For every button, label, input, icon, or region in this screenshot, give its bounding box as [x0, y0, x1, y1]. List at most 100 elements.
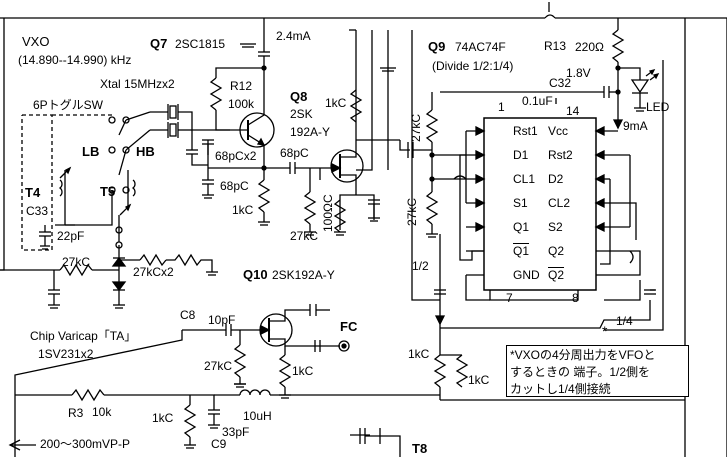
coil-t4 [55, 166, 75, 226]
fc-label: FC [340, 319, 358, 334]
coil-t5 [119, 170, 136, 216]
ic-pin-gnd: GND [513, 268, 540, 282]
c68x2-label: 68pCx2 [215, 149, 257, 163]
c68-q8-label: 68pC [280, 146, 309, 160]
ic-pin-arrows [475, 125, 605, 233]
c32-capacitor [440, 86, 621, 104]
q9-name: Q9 [428, 39, 446, 54]
ic-pin-s2: S2 [548, 220, 563, 234]
led-label: LED [646, 100, 670, 114]
c68-q7-label: 68pC [220, 179, 249, 193]
note-line-1: *VXOの4分周出力をVFOと [510, 348, 656, 362]
q10-network [14, 304, 350, 457]
c8-value: 10pF [208, 313, 236, 327]
q9-divide: (Divide 1/2:1/4) [432, 59, 514, 73]
r1k-q8-label: 1kC [325, 96, 347, 110]
q8-name: Q8 [290, 89, 308, 104]
r100-q8-label: 100ΩC [321, 194, 335, 232]
r1k-q10-label: 1kC [292, 364, 314, 378]
q7-transistor [230, 100, 275, 162]
t5-label: T5 [100, 184, 116, 199]
vcc-arrow [612, 119, 624, 130]
bus-right-2 [604, 60, 664, 331]
q7-part: 2SC1815 [175, 37, 226, 51]
ic-pin8-label: 8 [572, 291, 579, 305]
ic-pin1-label: 1 [498, 100, 505, 114]
quarter-label: 1/4 [616, 314, 633, 328]
ic-pin-d2: D2 [548, 172, 564, 186]
lb-hb-bus [65, 190, 113, 226]
q8-jfet [320, 140, 364, 195]
varicap-section [0, 245, 218, 309]
ic-pin-d1: D1 [513, 148, 529, 162]
voltage-label: 1.8V [566, 66, 591, 80]
crystal-x1 [150, 104, 230, 131]
c9-label: C9 [211, 437, 227, 451]
note-box: *VXOの4分周出力をVFOと するときの 端子。1/2側を カットし1/4側接… [506, 345, 689, 397]
r13-resistor [611, 18, 641, 80]
r27-q9a-label: 27kC [409, 113, 423, 142]
q8-part-2: 192A-Y [290, 125, 331, 139]
q7-current: 2.4mA [276, 29, 311, 43]
q8-part-1: 2SK [290, 107, 313, 121]
ic-pin-rst2: Rst2 [548, 148, 573, 162]
switch-contacts [108, 111, 151, 249]
t8-label: T8 [412, 441, 428, 456]
half-label: 1/2 [412, 259, 429, 273]
q10-part: 2SK192A-Y [272, 268, 335, 282]
ic-pin-cl2: CL2 [548, 196, 571, 210]
c22-capacitor [39, 225, 51, 250]
q10-name: Q10 [243, 267, 268, 282]
ic-pin-s1: S1 [513, 196, 528, 210]
q8-network [303, 29, 432, 236]
r1k-div-a-label: 1kC [408, 347, 430, 361]
crystal-x2 [150, 122, 192, 138]
r27x2-label: 27kCx2 [133, 265, 174, 279]
level-label: 200〜300mVP-P [40, 437, 131, 451]
varicap-label-2: 1SV231x2 [38, 347, 94, 361]
ic-pin14-label: 14 [566, 104, 580, 118]
r27-q8-label: 27kC [290, 229, 319, 243]
ic-pin-q1-bar: Q1 [513, 244, 530, 258]
c22-label: 22pF [57, 229, 85, 243]
r3-value: 10k [92, 405, 112, 419]
bottom-chain [8, 388, 440, 457]
note-line-3: カットし1/4側接続 [510, 382, 611, 396]
t4-label: T4 [25, 185, 41, 200]
vxo-title: VXO [22, 34, 50, 49]
r13-value: 220Ω [575, 40, 604, 54]
r27-q9b-label: 27kC [405, 197, 419, 226]
ic-pin-cl1: CL1 [513, 172, 536, 186]
r12-label: R12 [230, 79, 253, 93]
q7-name: Q7 [150, 36, 168, 51]
r27-q10-label: 27kC [204, 359, 233, 373]
c32-label: C32 [549, 76, 572, 90]
c8-label: C8 [180, 308, 196, 322]
star-label: * [602, 323, 608, 339]
vxo-range: (14.890--14.990) kHz [18, 53, 132, 67]
note-line-2: するときの 端子。1/2側を [510, 365, 651, 379]
ic-pin-q2: Q2 [548, 244, 565, 258]
ic-pin-vcc: Vcc [548, 124, 569, 138]
ic-pin-q2-bar: Q2 [548, 268, 565, 282]
ic-74ac74-body [483, 117, 597, 291]
r1k-div-b-label: 1kC [468, 373, 490, 387]
r1k-bottom-label: 1kC [152, 411, 174, 425]
ic-pin-rst1: Rst1 [513, 124, 538, 138]
q7-emitter-network [186, 130, 320, 226]
r12-value: 100k [228, 97, 255, 111]
led-symbol [630, 69, 660, 112]
c33-label: C33 [26, 204, 49, 218]
ic-pin-q1: Q1 [513, 220, 530, 234]
r1k-q7-label: 1kC [232, 203, 254, 217]
ic-pin7-label: 7 [506, 291, 513, 305]
q9-part: 74AC74F [455, 40, 506, 54]
r13-label: R13 [544, 39, 567, 53]
xtal-label: Xtal 15MHzx2 [100, 77, 175, 91]
c33pf-label: 33pF [222, 425, 250, 439]
l10uh-label: 10uH [243, 409, 272, 423]
c32-value: 0.1uF [522, 94, 553, 108]
switch-label: 6PトグルSW [33, 98, 104, 112]
toggle-switch-6p [21, 114, 112, 251]
